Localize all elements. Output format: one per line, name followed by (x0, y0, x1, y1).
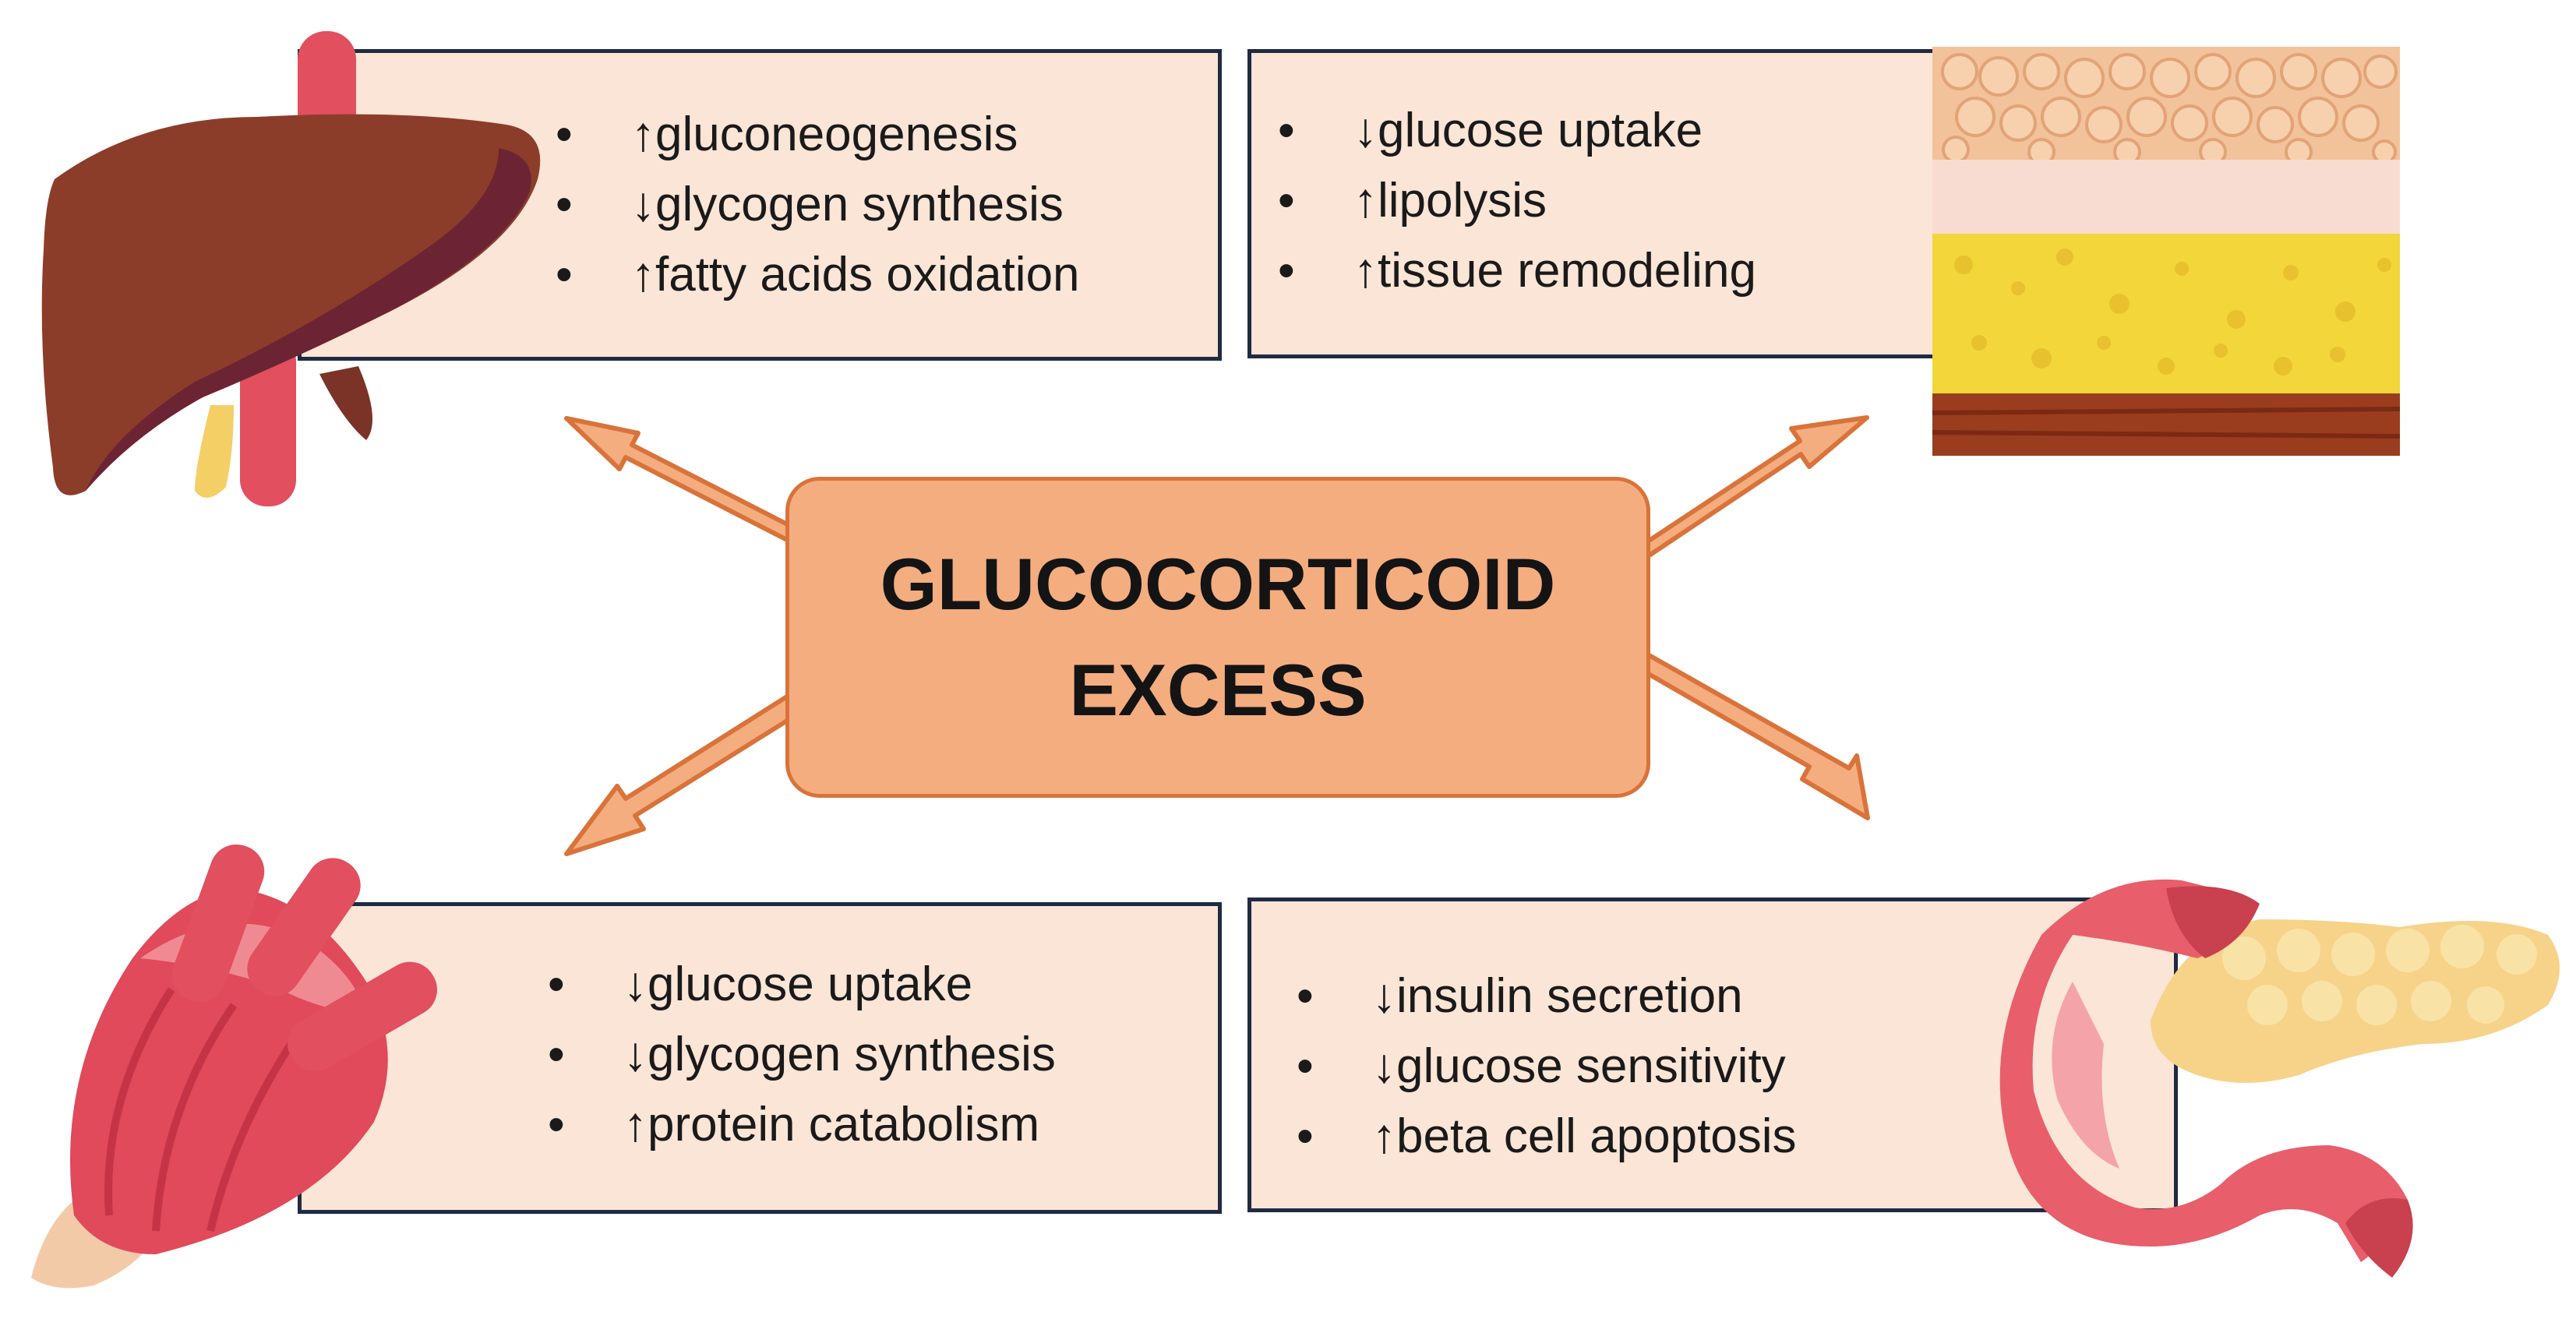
arrow-to-liver (564, 416, 803, 546)
pancreas-effect-item: ↓insulin secretion (1297, 961, 1797, 1032)
center-title: GLUCOCORTICOID EXCESS (880, 543, 1556, 731)
adipose-effect-item: ↑tissue remodeling (1278, 236, 1756, 306)
pancreas-effect-item: ↓glucose sensitivity (1297, 1032, 1797, 1102)
pancreas-icon (1999, 879, 2560, 1278)
pancreas-effects-list: ↓insulin secretion ↓glucose sensitivity … (1297, 961, 1797, 1172)
liver-effect-item: ↑fatty acids oxidation (556, 240, 1080, 310)
muscle-effect-item: ↓glucose uptake (548, 950, 1056, 1020)
liver-effects-list: ↑gluconeogenesis ↓glycogen synthesis ↑fa… (556, 100, 1080, 310)
adipose-effect-item: ↑lipolysis (1278, 166, 1756, 236)
muscle-effect-item: ↑protein catabolism (548, 1090, 1056, 1160)
muscle-effect-item: ↓glycogen synthesis (548, 1020, 1056, 1090)
adipose-tissue-icon (1932, 47, 2401, 456)
muscle-effects-list: ↓glucose uptake ↓glycogen synthesis ↑pro… (548, 950, 1056, 1160)
liver-icon (41, 31, 541, 506)
pancreas-effect-item: ↑beta cell apoptosis (1297, 1102, 1797, 1172)
liver-effect-item: ↑gluconeogenesis (556, 100, 1080, 170)
liver-effect-item: ↓glycogen synthesis (556, 170, 1080, 240)
adipose-effects-list: ↓glucose uptake ↑lipolysis ↑tissue remod… (1278, 96, 1756, 306)
arrow-to-adipose (1632, 415, 1869, 566)
muscle-icon (31, 844, 437, 1289)
glucocorticoid-excess-box: GLUCOCORTICOID EXCESS (785, 477, 1650, 798)
adipose-effect-item: ↓glucose uptake (1278, 96, 1756, 166)
arrow-to-muscle (564, 694, 799, 856)
arrow-to-pancreas (1634, 651, 1870, 820)
